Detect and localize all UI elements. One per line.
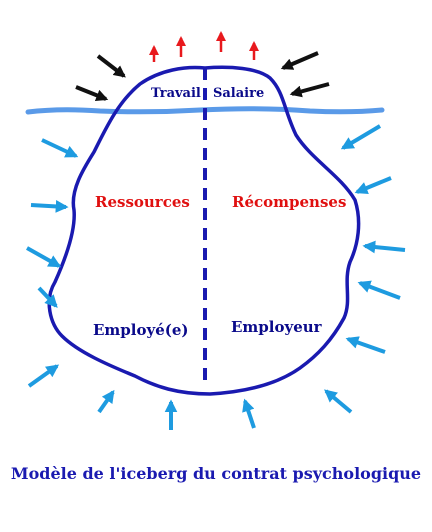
black-arrow-icon bbox=[75, 85, 109, 102]
blue-arrow-icon bbox=[242, 398, 256, 429]
label-travail: Travail bbox=[151, 86, 201, 101]
iceberg-outline bbox=[47, 65, 361, 396]
blue-arrow-icon bbox=[324, 389, 353, 414]
red-up-arrows bbox=[149, 31, 259, 62]
label-ressources: Ressources bbox=[95, 193, 190, 211]
blue-arrow-icon bbox=[354, 176, 392, 195]
blue-arrow-icon bbox=[37, 286, 58, 308]
blue-arrow-icon bbox=[340, 124, 382, 150]
black-arrow-icon bbox=[289, 82, 330, 98]
black-pressure-arrows bbox=[75, 51, 330, 102]
blue-arrow-icon bbox=[41, 138, 79, 158]
blue-arrow-icon bbox=[345, 336, 386, 354]
water-line bbox=[25, 106, 385, 115]
label-recompenses: Récompenses bbox=[232, 193, 347, 211]
diagram-caption: Modèle de l'iceberg du contrat psycholog… bbox=[10, 464, 422, 483]
black-arrow-icon bbox=[96, 54, 126, 78]
label-salaire: Salaire bbox=[213, 86, 265, 101]
blue-arrow-icon bbox=[97, 389, 115, 414]
label-employer: Employeur bbox=[231, 318, 322, 336]
black-arrow-icon bbox=[280, 51, 319, 70]
blue-arrow-icon bbox=[26, 246, 62, 268]
blue-pressure-arrows bbox=[26, 124, 406, 430]
blue-arrow-icon bbox=[357, 280, 401, 300]
blue-arrow-icon bbox=[362, 240, 406, 254]
label-employee: Employé(e) bbox=[93, 321, 189, 339]
blue-arrow-icon bbox=[27, 364, 60, 388]
blue-arrow-icon bbox=[30, 200, 69, 213]
